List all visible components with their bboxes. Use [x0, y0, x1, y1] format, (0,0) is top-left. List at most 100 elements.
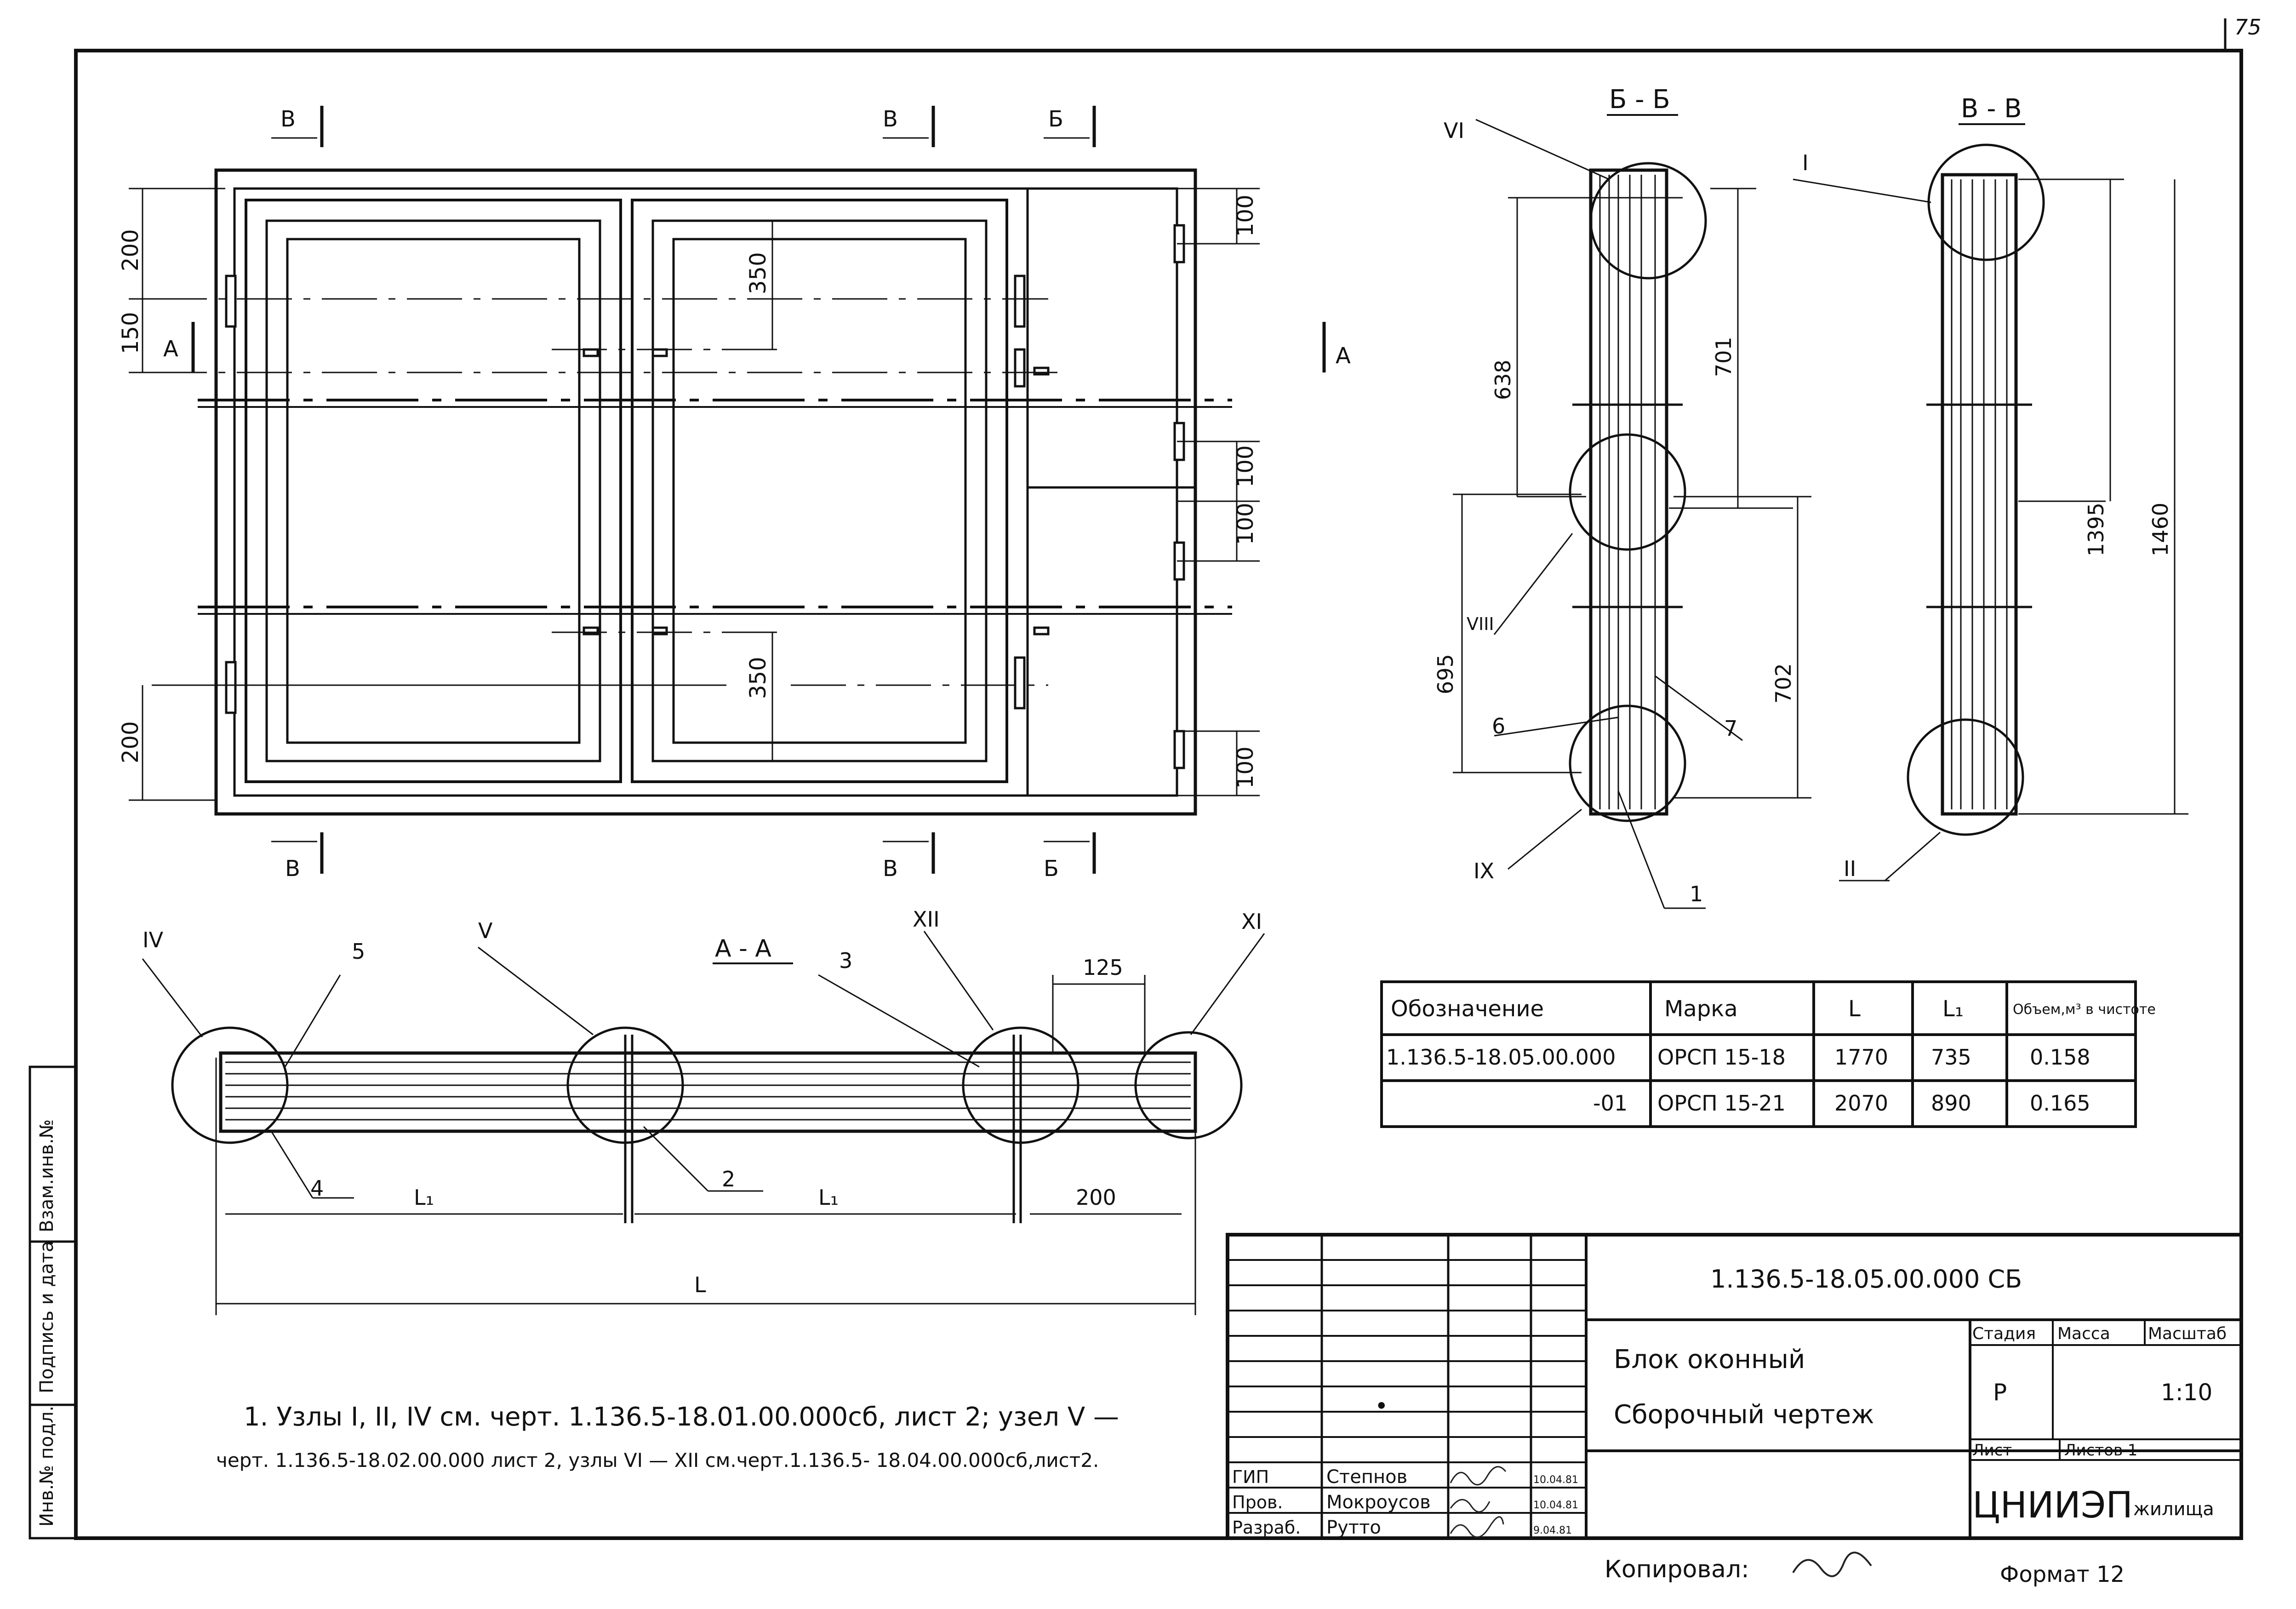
cut-label-a-left: А — [163, 336, 178, 362]
scale-value: 1:10 — [2161, 1379, 2212, 1406]
copied-label: Копировал: — [1605, 1556, 1749, 1583]
dim-l1-left: L₁ — [414, 1185, 434, 1210]
stamp-inv-original: Инв.№ подл. — [36, 1406, 57, 1527]
node-label-ii: II — [1844, 856, 1856, 881]
section-bb-title: Б - Б — [1609, 85, 1670, 115]
title-line-2: Сборочный чертеж — [1614, 1400, 1874, 1430]
org-sub: жилища — [2133, 1499, 2214, 1520]
node-label-i: I — [1802, 150, 1809, 175]
stamp-signature-date: Подпись и дата — [36, 1241, 57, 1393]
sheet-number: 75 — [2234, 15, 2262, 40]
sash-right — [631, 199, 1008, 783]
sheets-label: Листов 1 — [2064, 1441, 2137, 1460]
spec-header-volume: Объем,м³ в чистоте — [2013, 1002, 2156, 1018]
node-label-xii: XII — [913, 907, 940, 932]
copier-signature — [1792, 1552, 1872, 1577]
spec-header-l: L — [1848, 996, 1861, 1022]
dim-l1-right: L₁ — [818, 1185, 839, 1210]
cut-label-v-bottom-left: В — [285, 856, 300, 882]
dim-350-top: 350 — [745, 252, 771, 294]
section-aa: А - А — [142, 907, 1265, 1315]
title-block: 1.136.5-18.05.00.000 СБ Блок оконный Сбо… — [1226, 1233, 2243, 1540]
spec-header-mark: Марка — [1664, 996, 1738, 1022]
spec-cell: 735 — [1931, 1045, 1971, 1070]
staff-name: Мокроусов — [1326, 1492, 1431, 1513]
part-label-7: 7 — [1724, 716, 1737, 741]
stamp-replacement-inv: Взам.инв.№ — [36, 1119, 57, 1232]
dot-mark: • — [1375, 1393, 1388, 1420]
part-label-4: 4 — [310, 1176, 324, 1201]
cut-label-v-bottom-right: В — [883, 856, 898, 882]
dim-125: 125 — [1083, 955, 1123, 980]
spec-cell: 1.136.5-18.05.00.000 — [1386, 1045, 1616, 1070]
cut-label-a-right: А — [1336, 343, 1351, 369]
part-label-3: 3 — [839, 948, 852, 973]
cut-label-v-top-right: В — [883, 106, 898, 132]
signatures — [1450, 1466, 1507, 1538]
part-label-6: 6 — [1492, 714, 1505, 739]
dim-200-top: 200 — [118, 229, 143, 271]
spec-cell: -01 — [1593, 1091, 1628, 1116]
cut-label-v-top-left: В — [280, 106, 296, 132]
outer-box-frame — [214, 168, 1197, 816]
scale-label: Масштаб — [2148, 1324, 2227, 1343]
staff-name: Степнов — [1326, 1466, 1407, 1488]
node-label-vi: VI — [1444, 118, 1464, 143]
dim-200-aa: 200 — [1076, 1185, 1116, 1210]
vent-panel — [1026, 187, 1178, 797]
sash-left — [245, 199, 622, 783]
section-aa-title: А - А — [715, 935, 771, 962]
part-label-5: 5 — [352, 939, 365, 964]
dim-l: L — [694, 1272, 706, 1297]
dim-1395: 1395 — [2084, 503, 2108, 556]
footer: Копировал: Формат 12 — [1605, 1552, 2125, 1587]
cut-label-b-top: Б — [1048, 106, 1063, 132]
mass-label: Масса — [2057, 1324, 2110, 1343]
spec-cell: 1770 — [1834, 1045, 1888, 1070]
dim-100-d: 100 — [1233, 746, 1258, 789]
front-elevation: В В Б В В Б А А 200 150 200 350 350 100 … — [118, 106, 1351, 882]
part-label-1: 1 — [1690, 882, 1703, 906]
staff-date: 10.04.81 — [1533, 1500, 1578, 1511]
stage-label: Стадия — [1972, 1324, 2036, 1343]
dim-638: 638 — [1491, 360, 1515, 400]
dim-695: 695 — [1433, 654, 1458, 694]
format-label: Формат 12 — [2000, 1562, 2125, 1587]
spec-cell: 0.165 — [2030, 1091, 2090, 1116]
sheet-frame — [74, 18, 2243, 1540]
stage-value: Р — [1993, 1379, 2007, 1406]
dim-1460: 1460 — [2148, 503, 2173, 556]
node-label-iv: IV — [143, 928, 164, 952]
dim-701: 701 — [1711, 337, 1736, 377]
section-bb: Б - Б — [1433, 85, 1811, 909]
org-main: ЦНИИЭП — [1972, 1485, 2133, 1526]
cut-label-b-bottom: Б — [1044, 856, 1059, 882]
dim-702: 702 — [1771, 663, 1796, 704]
node-label-v: V — [478, 918, 493, 943]
dim-150: 150 — [118, 312, 143, 354]
dim-100-a: 100 — [1233, 195, 1258, 237]
dim-200-bottom: 200 — [118, 721, 143, 763]
section-vv-title: В - В — [1961, 94, 2022, 124]
dim-350-bottom: 350 — [745, 657, 771, 699]
spec-cell: 890 — [1931, 1091, 1971, 1116]
spec-header-l1: L₁ — [1942, 996, 1964, 1022]
staff-name: Рутто — [1326, 1517, 1381, 1538]
node-label-ix: IX — [1474, 859, 1494, 883]
spec-cell: ОРСП 15-18 — [1657, 1045, 1786, 1070]
staff-role: ГИП — [1232, 1467, 1269, 1487]
elevation-labels: В В Б В В Б А А 200 150 200 350 350 100 … — [118, 106, 1351, 882]
sheet-label: Лист — [1972, 1441, 2012, 1460]
staff-date: 10.04.81 — [1533, 1474, 1578, 1486]
part-label-2: 2 — [722, 1167, 735, 1191]
section-vv: В - В — [1793, 94, 2188, 882]
node-label-viii: VIII — [1467, 614, 1494, 634]
staff-role: Разраб. — [1232, 1517, 1301, 1538]
staff-role: Пров. — [1232, 1492, 1283, 1512]
dim-100-b: 100 — [1233, 445, 1258, 487]
detail-circles — [1569, 162, 1707, 822]
spec-cell: ОРСП 15-21 — [1657, 1091, 1786, 1116]
dim-100-c: 100 — [1233, 503, 1258, 545]
